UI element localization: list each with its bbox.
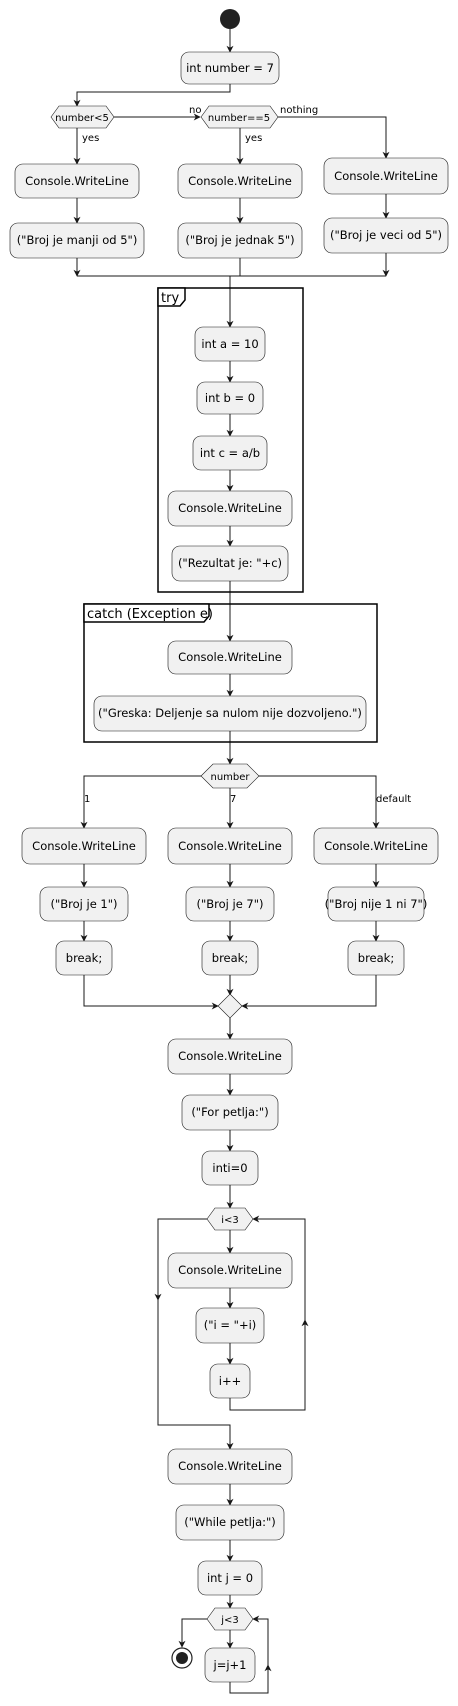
- edge-labels: yes no yes nothing 1 7 default: [82, 105, 411, 805]
- svg-text:("Broj je jednak 5"): ("Broj je jednak 5"): [185, 233, 294, 247]
- svg-text:("Broj je 1"): ("Broj je 1"): [50, 897, 117, 911]
- svg-text:("Greska: Deljenje sa nulom ni: ("Greska: Deljenje sa nulom nije dozvolj…: [98, 706, 362, 720]
- svg-text:Console.WriteLine: Console.WriteLine: [25, 174, 129, 188]
- svg-text:int j = 0: int j = 0: [207, 1571, 253, 1585]
- svg-text:("Broj je manji od 5"): ("Broj je manji od 5"): [17, 233, 138, 247]
- activity-case1-call: Console.WriteLine: [21, 827, 147, 865]
- activity-gt5-arg: ("Broj je veci od 5"): [323, 217, 449, 254]
- activity-gt5-call: Console.WriteLine: [323, 157, 449, 195]
- svg-text:i<3: i<3: [221, 1215, 239, 1226]
- activity-j-decl: int j = 0: [197, 1560, 263, 1596]
- svg-text:Console.WriteLine: Console.WriteLine: [32, 839, 136, 853]
- svg-text:number==5: number==5: [208, 113, 270, 124]
- partition-try-label: try: [161, 291, 179, 306]
- svg-text:("Broj nije 1 ni 7"): ("Broj nije 1 ni 7"): [325, 897, 428, 911]
- decision-switch: number: [200, 763, 260, 789]
- activity-while-call: Console.WriteLine: [167, 1448, 293, 1485]
- svg-text:yes: yes: [245, 133, 262, 144]
- svg-text:int a = 10: int a = 10: [201, 337, 258, 351]
- activity-eq5-arg: ("Broj je jednak 5"): [177, 222, 303, 259]
- activity-case7-call: Console.WriteLine: [167, 827, 293, 865]
- activity-j-inc: j=j+1: [204, 1647, 256, 1683]
- svg-text:1: 1: [84, 794, 90, 805]
- activity-try-arg: ("Rezultat je: "+c): [171, 545, 289, 582]
- merge-diamond: [217, 993, 243, 1019]
- svg-text:int b = 0: int b = 0: [205, 391, 255, 405]
- activity-default-arg: ("Broj nije 1 ni 7"): [325, 886, 428, 922]
- svg-text:int number = 7: int number = 7: [186, 61, 274, 75]
- svg-text:("Rezultat je: "+c): ("Rezultat je: "+c): [178, 556, 282, 570]
- svg-text:("Broj je 7"): ("Broj je 7"): [196, 897, 263, 911]
- decision-for: i<3: [206, 1207, 254, 1231]
- svg-text:j=j+1: j=j+1: [213, 1658, 247, 1672]
- svg-text:Console.WriteLine: Console.WriteLine: [178, 1459, 282, 1473]
- activity-a-decl: int a = 10: [194, 326, 266, 362]
- svg-text:j<3: j<3: [220, 1615, 239, 1626]
- svg-text:("For petlja:"): ("For petlja:"): [191, 1105, 268, 1119]
- svg-text:Console.WriteLine: Console.WriteLine: [324, 839, 428, 853]
- activity-number-decl: int number = 7: [180, 51, 280, 85]
- svg-text:break;: break;: [358, 951, 394, 965]
- activity-i-inc: i++: [209, 1363, 251, 1399]
- activity-case7-arg: ("Broj je 7"): [185, 886, 275, 922]
- svg-text:("Broj je veci od 5"): ("Broj je veci od 5"): [330, 228, 442, 242]
- activity-eq5-call: Console.WriteLine: [177, 163, 303, 199]
- decision-lt5: number<5: [50, 105, 115, 129]
- activity-catch-call: Console.WriteLine: [167, 640, 293, 675]
- svg-text:Console.WriteLine: Console.WriteLine: [188, 174, 292, 188]
- activity-default-break: break;: [347, 940, 405, 976]
- activity-case1-break: break;: [55, 940, 113, 976]
- activity-i-decl: inti=0: [201, 1150, 259, 1186]
- svg-text:number: number: [210, 772, 250, 783]
- activity-default-call: Console.WriteLine: [313, 827, 439, 865]
- svg-text:break;: break;: [212, 951, 248, 965]
- activity-lt5-call: Console.WriteLine: [14, 163, 140, 199]
- svg-text:("i = "+i): ("i = "+i): [204, 1318, 257, 1332]
- activity-for-call: Console.WriteLine: [167, 1038, 293, 1075]
- partition-try: try: [157, 287, 304, 593]
- activity-catch-arg: ("Greska: Deljenje sa nulom nije dozvolj…: [93, 695, 367, 732]
- end-node: [171, 1647, 193, 1669]
- svg-text:i++: i++: [219, 1374, 241, 1388]
- activity-loop-call: Console.WriteLine: [167, 1252, 293, 1289]
- svg-text:int c = a/b: int c = a/b: [200, 446, 260, 460]
- svg-text:Console.WriteLine: Console.WriteLine: [178, 501, 282, 515]
- svg-text:Console.WriteLine: Console.WriteLine: [334, 169, 438, 183]
- svg-text:number<5: number<5: [55, 113, 109, 124]
- svg-text:Console.WriteLine: Console.WriteLine: [178, 1049, 282, 1063]
- activity-for-arg: ("For petlja:"): [181, 1094, 279, 1131]
- activity-c-decl: int c = a/b: [192, 435, 268, 471]
- activity-loop-arg: ("i = "+i): [195, 1307, 265, 1344]
- activity-b-decl: int b = 0: [196, 381, 264, 415]
- svg-text:7: 7: [230, 794, 236, 805]
- edges: [73, 29, 390, 1694]
- svg-text:default: default: [376, 794, 411, 805]
- activity-lt5-arg: ("Broj je manji od 5"): [9, 222, 145, 259]
- activity-case1-arg: ("Broj je 1"): [39, 886, 129, 922]
- activity-try-call: Console.WriteLine: [167, 490, 293, 527]
- svg-text:nothing: nothing: [280, 105, 318, 116]
- svg-text:inti=0: inti=0: [212, 1161, 247, 1175]
- svg-text:Console.WriteLine: Console.WriteLine: [178, 839, 282, 853]
- start-node: [220, 9, 240, 29]
- svg-text:no: no: [189, 105, 201, 116]
- svg-text:Console.WriteLine: Console.WriteLine: [178, 650, 282, 664]
- svg-text:Console.WriteLine: Console.WriteLine: [178, 1263, 282, 1277]
- decision-while: j<3: [206, 1607, 254, 1631]
- svg-text:break;: break;: [66, 951, 102, 965]
- partition-catch: catch (Exception e): [83, 603, 378, 743]
- activity-while-arg: ("While petlja:"): [175, 1504, 285, 1541]
- decision-eq5: number==5: [200, 105, 279, 129]
- partition-catch-label: catch (Exception e): [87, 607, 213, 622]
- svg-text:("While petlja:"): ("While petlja:"): [184, 1515, 276, 1529]
- activity-case7-break: break;: [201, 940, 259, 976]
- svg-text:yes: yes: [82, 133, 99, 144]
